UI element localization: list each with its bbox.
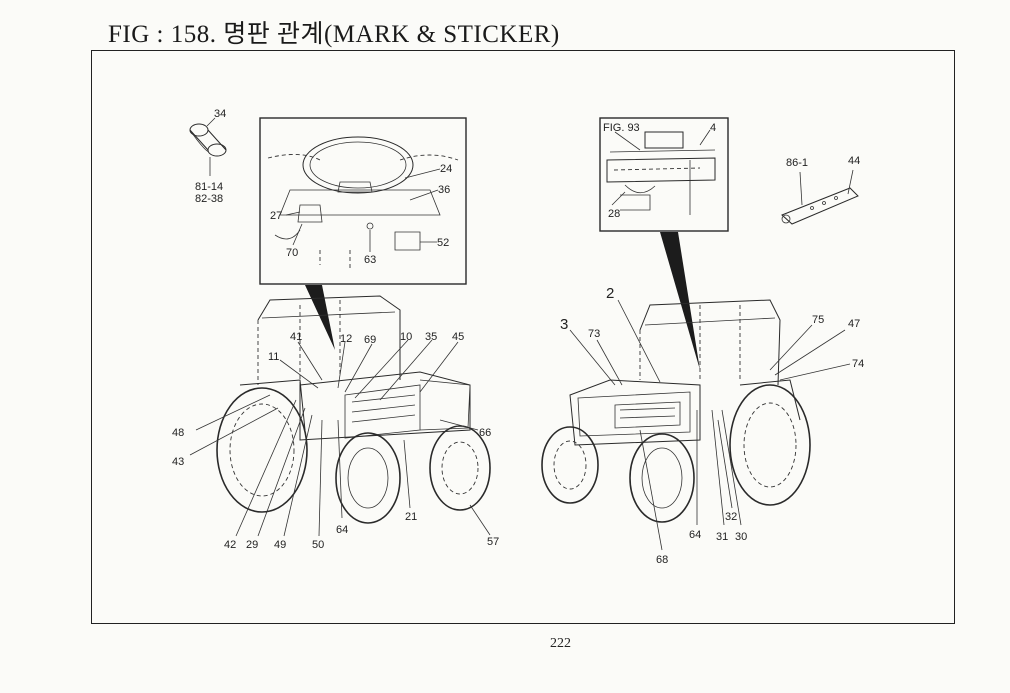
callout-49: 49 [274,539,286,551]
callout-86-1: 86-1 [786,157,808,169]
callout-50: 50 [312,539,324,551]
callout-3: 3 [560,316,568,333]
callout-28: 28 [608,208,620,220]
figure-title: FIG : 158. 명판 관계(MARK & STICKER) [108,21,560,48]
callout-29: 29 [246,539,258,551]
callout-21: 21 [405,511,417,523]
callout-63: 63 [364,254,376,266]
callout-64-left: 64 [336,524,348,536]
dashboard-inset [259,117,467,285]
callout-82-38: 82-38 [195,193,223,205]
front-panel-inset [599,117,729,232]
callout-47: 47 [848,318,860,330]
right-tractor [541,299,851,551]
callout-48: 48 [172,427,184,439]
callout-75: 75 [812,314,824,326]
emblem-strip [781,169,859,225]
callout-42: 42 [224,539,236,551]
callout-11: 11 [268,351,279,363]
callout-69: 69 [364,334,376,346]
inset-pointer-right [660,232,700,370]
callout-4: 4 [710,122,716,134]
callout-35: 35 [425,331,437,343]
callout-32: 32 [725,511,737,523]
callout-44: 44 [848,155,860,167]
callout-34: 34 [214,108,226,120]
callout-31: 31 [716,531,728,543]
callout-10: 10 [400,331,412,343]
callout-73: 73 [588,328,600,340]
inset-label-fig-93: FIG. 93 [603,122,640,134]
callout-74: 74 [852,358,864,370]
callout-52: 52 [437,237,449,249]
inset-pointer [305,285,335,350]
callout-12: 12 [340,333,352,345]
callout-64-right: 64 [689,529,701,541]
callout-81-14: 81-14 [195,181,223,193]
callout-36: 36 [438,184,450,196]
callout-27: 27 [270,210,282,222]
callout-30: 30 [735,531,747,543]
diagram-frame [91,50,955,624]
callout-68: 68 [656,554,668,566]
page-number: 222 [550,636,571,651]
left-tractor [189,295,491,537]
callout-45: 45 [452,331,464,343]
callout-41: 41 [290,331,302,343]
callout-57: 57 [487,536,499,548]
callout-70: 70 [286,247,298,259]
cylinder-part [189,117,227,176]
callout-24: 24 [440,163,452,175]
callout-43: 43 [172,456,184,468]
callout-66: 66 [479,427,491,439]
callout-2: 2 [606,285,614,302]
